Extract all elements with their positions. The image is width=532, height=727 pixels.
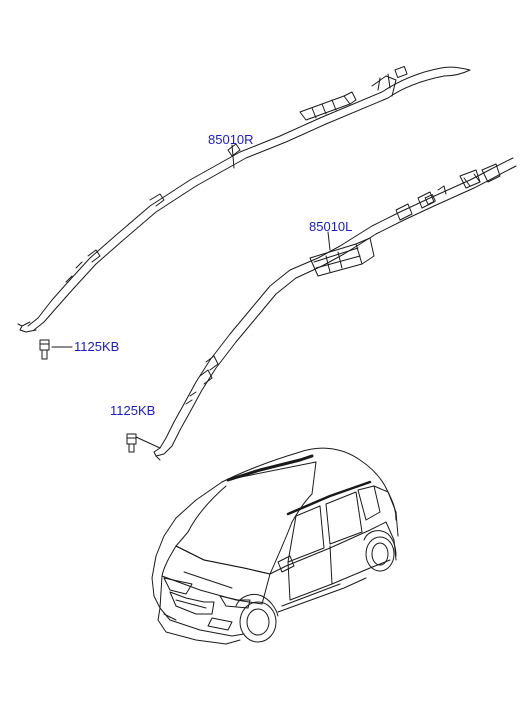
leader-85010L bbox=[327, 231, 331, 251]
curtain-airbag-right bbox=[17, 66, 471, 333]
part-label-1125KB-right[interactable]: 1125KB bbox=[74, 339, 120, 354]
curtain-airbag-left bbox=[153, 157, 517, 461]
vehicle-illustration bbox=[151, 447, 399, 645]
leader-bolt-left bbox=[135, 436, 161, 449]
bolt-right bbox=[39, 339, 50, 360]
leader-85010R bbox=[231, 144, 235, 169]
part-label-1125KB-left[interactable]: 1125KB bbox=[110, 403, 156, 418]
bolt-left bbox=[126, 433, 137, 453]
part-label-85010L[interactable]: 85010L bbox=[309, 219, 353, 234]
part-label-85010R[interactable]: 85010R bbox=[208, 132, 254, 147]
